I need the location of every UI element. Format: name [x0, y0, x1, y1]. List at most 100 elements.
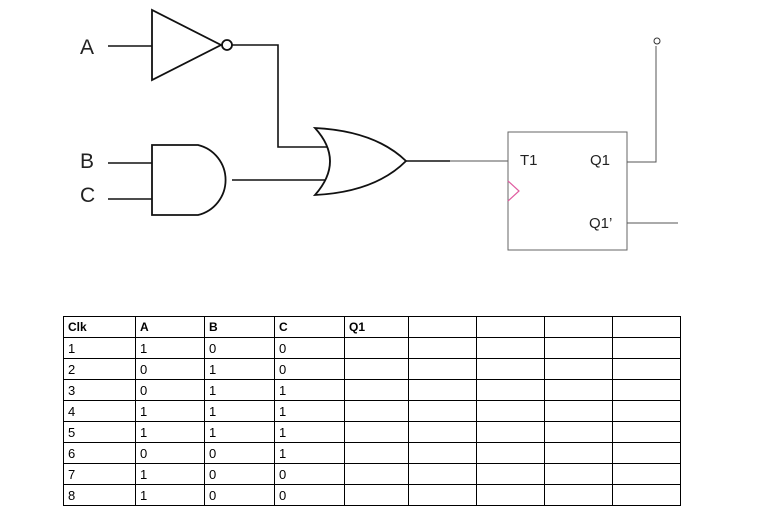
table-cell: 7: [63, 463, 136, 485]
table-cell: 1: [204, 379, 275, 401]
table-cell: [408, 379, 477, 401]
table-cell: 1: [63, 337, 136, 359]
ff-t1-label: T1: [520, 152, 538, 169]
table-cell: 1: [135, 484, 205, 506]
input-label-a: A: [80, 36, 94, 59]
table-cell: [544, 379, 613, 401]
header-cell: B: [204, 316, 275, 338]
table-cell: [612, 484, 681, 506]
table-cell: 0: [274, 337, 345, 359]
table-cell: 8: [63, 484, 136, 506]
table-cell: [544, 442, 613, 464]
table-cell: [476, 484, 545, 506]
table-cell: 6: [63, 442, 136, 464]
table-cell: 1: [135, 421, 205, 443]
table-cell: 1: [135, 463, 205, 485]
table-cell: [476, 463, 545, 485]
table-cell: 0: [135, 379, 205, 401]
table-cell: [408, 421, 477, 443]
table-cell: 0: [204, 442, 275, 464]
table-cell: 1: [204, 358, 275, 380]
table-cell: 5: [63, 421, 136, 443]
table-cell: [544, 358, 613, 380]
table-cell: [408, 400, 477, 422]
table-cell: 1: [204, 421, 275, 443]
table-cell: [544, 484, 613, 506]
table-cell: 1: [135, 337, 205, 359]
not-gate: [151, 8, 223, 82]
wire-q1-output: [627, 46, 657, 163]
table-cell: [476, 337, 545, 359]
ff-q1-label: Q1: [590, 152, 610, 169]
header-cell: A: [135, 316, 205, 338]
table-header-row: Clk A B C Q1: [63, 316, 681, 338]
header-cell: [544, 316, 613, 338]
table-cell: [344, 400, 409, 422]
table-cell: 4: [63, 400, 136, 422]
not-gate-bubble: [221, 39, 233, 51]
header-cell: C: [274, 316, 345, 338]
output-terminal: [653, 37, 661, 45]
table-cell: [544, 421, 613, 443]
table-cell: 1: [274, 442, 345, 464]
table-cell: [408, 484, 477, 506]
table-cell: [344, 379, 409, 401]
wire-not-to-or: [232, 44, 328, 148]
clock-triangle-icon: [507, 180, 520, 202]
header-cell: Clk: [63, 316, 136, 338]
table-cell: 1: [274, 421, 345, 443]
table-cell: [544, 337, 613, 359]
ff-q1-bar-label: Q1’: [589, 215, 612, 232]
table-cell: 1: [204, 400, 275, 422]
table-cell: [612, 421, 681, 443]
and-gate: [151, 144, 227, 216]
table-cell: [476, 421, 545, 443]
table-cell: [344, 358, 409, 380]
table-cell: 1: [274, 379, 345, 401]
table-cell: 2: [63, 358, 136, 380]
table-cell: [476, 358, 545, 380]
table-cell: [408, 442, 477, 464]
table-cell: 0: [135, 358, 205, 380]
logic-circuit-diagram: A B C T1 Q1 Q1’: [80, 8, 678, 251]
table-cell: [476, 379, 545, 401]
table-cell: [344, 337, 409, 359]
table-cell: [476, 442, 545, 464]
table-cell: [344, 442, 409, 464]
table-cell: [544, 400, 613, 422]
table-cell: 0: [274, 358, 345, 380]
table-cell: 3: [63, 379, 136, 401]
table-cell: [612, 442, 681, 464]
t-flip-flop: [507, 131, 628, 251]
table-cell: [344, 463, 409, 485]
table-cell: [344, 421, 409, 443]
table-cell: [612, 337, 681, 359]
table-cell: 0: [135, 442, 205, 464]
table-cell: 0: [274, 484, 345, 506]
header-cell: [408, 316, 477, 338]
table-cell: [344, 484, 409, 506]
table-cell: 0: [204, 337, 275, 359]
table-cell: [612, 379, 681, 401]
table-cell: [544, 463, 613, 485]
or-gate: [312, 126, 408, 197]
table-cell: [408, 337, 477, 359]
table-cell: [476, 400, 545, 422]
table-cell: [612, 463, 681, 485]
table-cell: 0: [204, 463, 275, 485]
header-cell: [476, 316, 545, 338]
table-cell: [408, 358, 477, 380]
table-cell: 1: [274, 400, 345, 422]
header-cell: Q1: [344, 316, 409, 338]
table-cell: 0: [274, 463, 345, 485]
table-cell: 0: [204, 484, 275, 506]
input-label-c: C: [80, 184, 95, 207]
